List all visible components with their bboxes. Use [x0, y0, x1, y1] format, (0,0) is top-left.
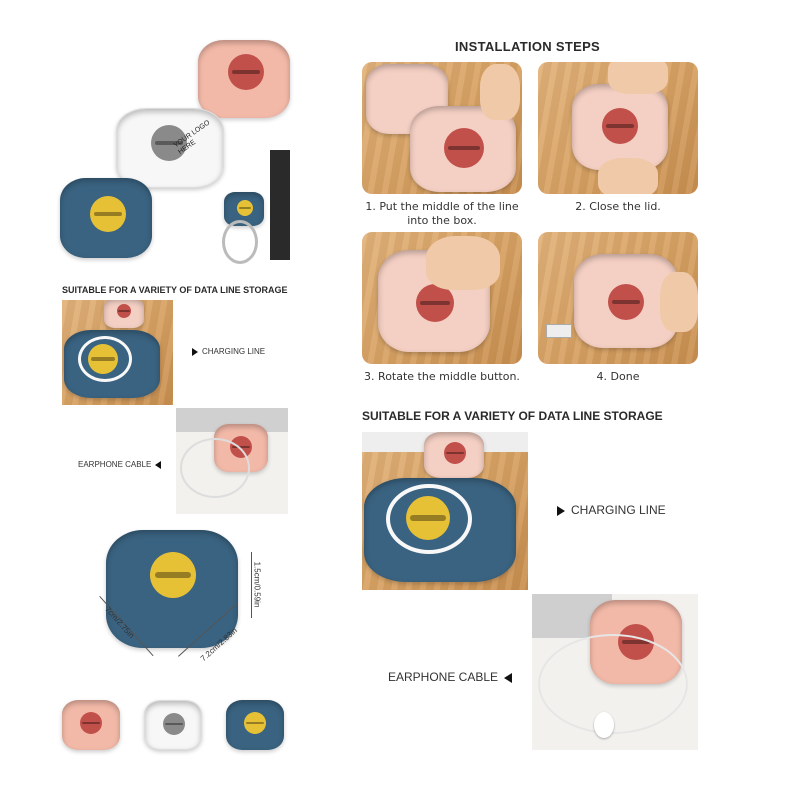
open-base: [410, 106, 516, 192]
open-blue-organizer: [364, 478, 516, 582]
earphone-photo-right: [532, 594, 698, 750]
step3-photo: [362, 232, 522, 364]
charging-label-right: CHARGING LINE: [557, 503, 666, 517]
hand-bottom: [598, 158, 658, 194]
storage-title-left: SUITABLE FOR A VARIETY OF DATA LINE STOR…: [62, 285, 288, 295]
red-knob: [608, 284, 644, 320]
installation-title: INSTALLATION STEPS: [455, 39, 601, 54]
height-label: 1.5cm/0.59in: [252, 561, 262, 608]
red-knob: [444, 128, 484, 168]
pink-organizer: [574, 254, 678, 348]
pink-organizer-closed: [424, 432, 484, 478]
step3-caption: 3. Rotate the middle button.: [364, 370, 520, 383]
grey-knob: [163, 713, 185, 735]
pink-organizer-closed: [104, 300, 144, 328]
earphone-cable: [538, 634, 688, 734]
hanging-cable: [222, 220, 258, 264]
red-knob: [444, 442, 466, 464]
coiled-cable: [78, 336, 132, 382]
laptop-side: [270, 150, 290, 260]
hand: [426, 236, 500, 290]
charging-label-left: CHARGING LINE: [192, 347, 265, 356]
blue-organizer: [60, 178, 152, 258]
red-knob: [80, 712, 102, 734]
coiled-cable: [386, 484, 472, 554]
step1-photo: [362, 62, 522, 194]
yellow-knob: [90, 196, 126, 232]
step1-caption: 1. Put the middle of the line into the b…: [365, 200, 519, 227]
step4-caption: 4. Done: [596, 370, 640, 383]
red-knob: [228, 54, 264, 90]
mini-yellow-knob: [237, 200, 253, 216]
yellow-knob: [150, 552, 196, 598]
pink-organizer: [198, 40, 290, 118]
blue-variant: [226, 700, 284, 750]
earphone-cable: [180, 438, 250, 498]
white-variant: [144, 700, 202, 750]
step2-caption: 2. Close the lid.: [575, 200, 661, 213]
hand: [660, 272, 698, 332]
red-knob: [416, 284, 454, 322]
hand: [480, 64, 520, 120]
grey-knob: [151, 125, 187, 161]
pink-variant: [62, 700, 120, 750]
earbud: [594, 712, 614, 738]
charging-photo-left: [62, 300, 173, 405]
earphone-label-right: EARPHONE CABLE: [388, 670, 513, 684]
usb-plug: [546, 324, 572, 338]
earphone-label-left: EARPHONE CABLE: [78, 460, 162, 469]
step2-photo: [538, 62, 698, 194]
pink-organizer: [572, 84, 668, 170]
hand-top: [608, 62, 668, 94]
red-knob: [117, 304, 131, 318]
step4-photo: [538, 232, 698, 364]
red-knob: [602, 108, 638, 144]
earphone-photo-left: [176, 408, 288, 514]
white-organizer: YOUR LOGO HERE: [116, 108, 224, 188]
charging-photo-right: [362, 432, 528, 590]
yellow-knob: [244, 712, 266, 734]
open-blue-organizer: [64, 330, 160, 398]
storage-title-right: SUITABLE FOR A VARIETY OF DATA LINE STOR…: [362, 409, 663, 423]
